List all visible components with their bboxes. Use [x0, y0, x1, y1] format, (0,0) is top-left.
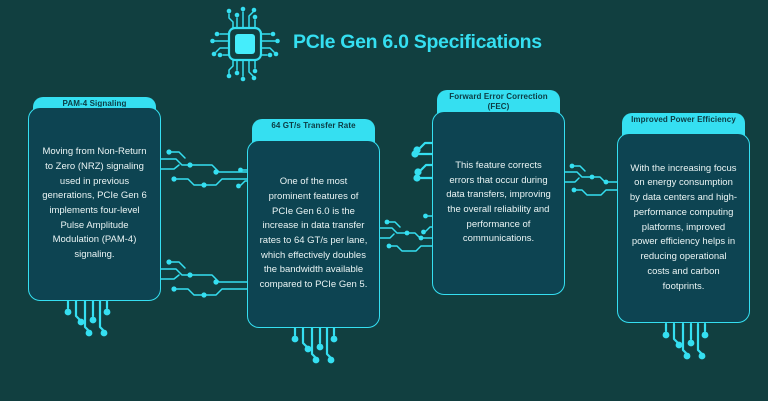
card-body-text: Moving from Non-Return to Zero (NRZ) sig…	[42, 146, 147, 261]
circuit-legs-card4	[661, 322, 710, 361]
card-header-label: Improved Power Efficiency	[631, 115, 736, 124]
card-body-text: With the increasing focus on energy cons…	[629, 162, 738, 292]
card-pam4-signaling: PAM-4 Signaling Moving from Non-Return t…	[28, 97, 161, 301]
trace-card2-card3	[379, 218, 433, 252]
card-64gts-transfer-rate: 64 GT/s Transfer Rate One of the most pr…	[247, 119, 380, 328]
card-body: Moving from Non-Return to Zero (NRZ) sig…	[28, 107, 161, 301]
card-body: With the increasing focus on energy cons…	[617, 133, 750, 323]
card-body-text: This feature corrects errors that occur …	[446, 159, 551, 245]
card-header-label: 64 GT/s Transfer Rate	[271, 121, 356, 130]
trace-card1-card2-bottom	[159, 258, 248, 299]
pins-card3-left	[410, 141, 435, 183]
card-body: This feature corrects errors that occur …	[432, 111, 565, 295]
card-forward-error-correction: Forward Error Correction (FEC) This feat…	[432, 90, 565, 295]
trace-card3-card4	[564, 162, 618, 196]
page-title: PCIe Gen 6.0 Specifications	[293, 31, 542, 53]
circuit-legs-card1	[63, 299, 112, 338]
trace-card1-card2-top	[159, 148, 248, 189]
circuit-legs-card2	[290, 326, 339, 365]
card-body: One of the most prominent features of PC…	[247, 140, 380, 328]
card-body-text: One of the most prominent features of PC…	[259, 176, 368, 291]
circuit-chip-icon	[210, 6, 280, 82]
card-header-label: PAM-4 Signaling	[62, 99, 127, 108]
card-header-label: Forward Error Correction (FEC)	[449, 92, 548, 112]
card-improved-power-efficiency: Improved Power Efficiency With the incre…	[617, 113, 750, 323]
